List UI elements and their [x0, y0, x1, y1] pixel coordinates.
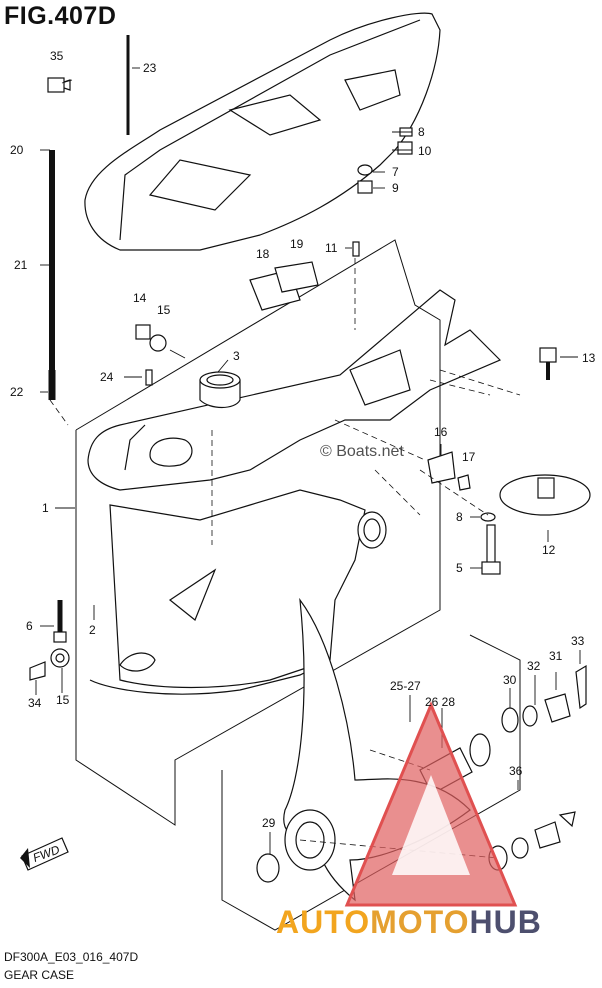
- callout-18: 18: [256, 247, 270, 261]
- callout-3: 3: [233, 349, 240, 363]
- callout-14: 14: [133, 291, 147, 305]
- callout-21: 21: [14, 258, 28, 272]
- callout-6: 6: [26, 619, 33, 633]
- callout-25-27: 25-27: [390, 679, 421, 693]
- callout-10: 10: [418, 144, 432, 158]
- callout-7: 7: [392, 165, 399, 179]
- callout-35: 35: [50, 49, 64, 63]
- drawing-code: DF300A_E03_016_407D: [4, 950, 139, 964]
- callout-31: 31: [549, 649, 563, 663]
- watermark: © Boats.net: [320, 443, 404, 460]
- logo-triangle: [344, 701, 518, 907]
- callout-1: 1: [42, 501, 49, 515]
- logo-hub: HUB: [469, 904, 542, 940]
- callout-5: 5: [456, 561, 463, 575]
- callout-33: 33: [571, 634, 585, 648]
- callout-16: 16: [434, 425, 448, 439]
- callout-13: 13: [582, 351, 596, 365]
- callout-labels: 35 23 8 10 20 7 9 21 18 19 11 14 15 3 13…: [10, 49, 596, 830]
- gear-case-body: [87, 289, 502, 491]
- callout-11: 11: [325, 241, 338, 255]
- upper-cover: [84, 12, 441, 251]
- callout-24: 24: [100, 370, 114, 384]
- callout-30: 30: [503, 673, 517, 687]
- callout-15a: 15: [157, 303, 171, 317]
- callout-26-28: 26 28: [425, 695, 455, 709]
- logo-auto: AUTO: [276, 904, 371, 940]
- fwd-arrow: FWD: [20, 837, 69, 871]
- callout-15b: 15: [56, 693, 70, 707]
- callout-19: 19: [290, 237, 304, 251]
- logo-wordmark: AUTOMOTOHUB: [276, 904, 542, 941]
- callout-8a: 8: [418, 125, 425, 139]
- callout-29: 29: [262, 816, 276, 830]
- callout-9: 9: [392, 181, 399, 195]
- callout-17: 17: [462, 450, 476, 464]
- callout-2: 2: [89, 623, 96, 637]
- logo-moto: MOTO: [370, 904, 470, 940]
- callout-20: 20: [10, 143, 24, 157]
- callout-8b: 8: [456, 510, 463, 524]
- callout-36: 36: [509, 764, 523, 778]
- callout-34: 34: [28, 696, 42, 710]
- callout-12: 12: [542, 543, 556, 557]
- callout-23: 23: [143, 61, 157, 75]
- figure-title: FIG.407D: [4, 2, 117, 30]
- drawing-name: GEAR CASE: [4, 968, 75, 982]
- callout-32: 32: [527, 659, 541, 673]
- callout-22: 22: [10, 385, 24, 399]
